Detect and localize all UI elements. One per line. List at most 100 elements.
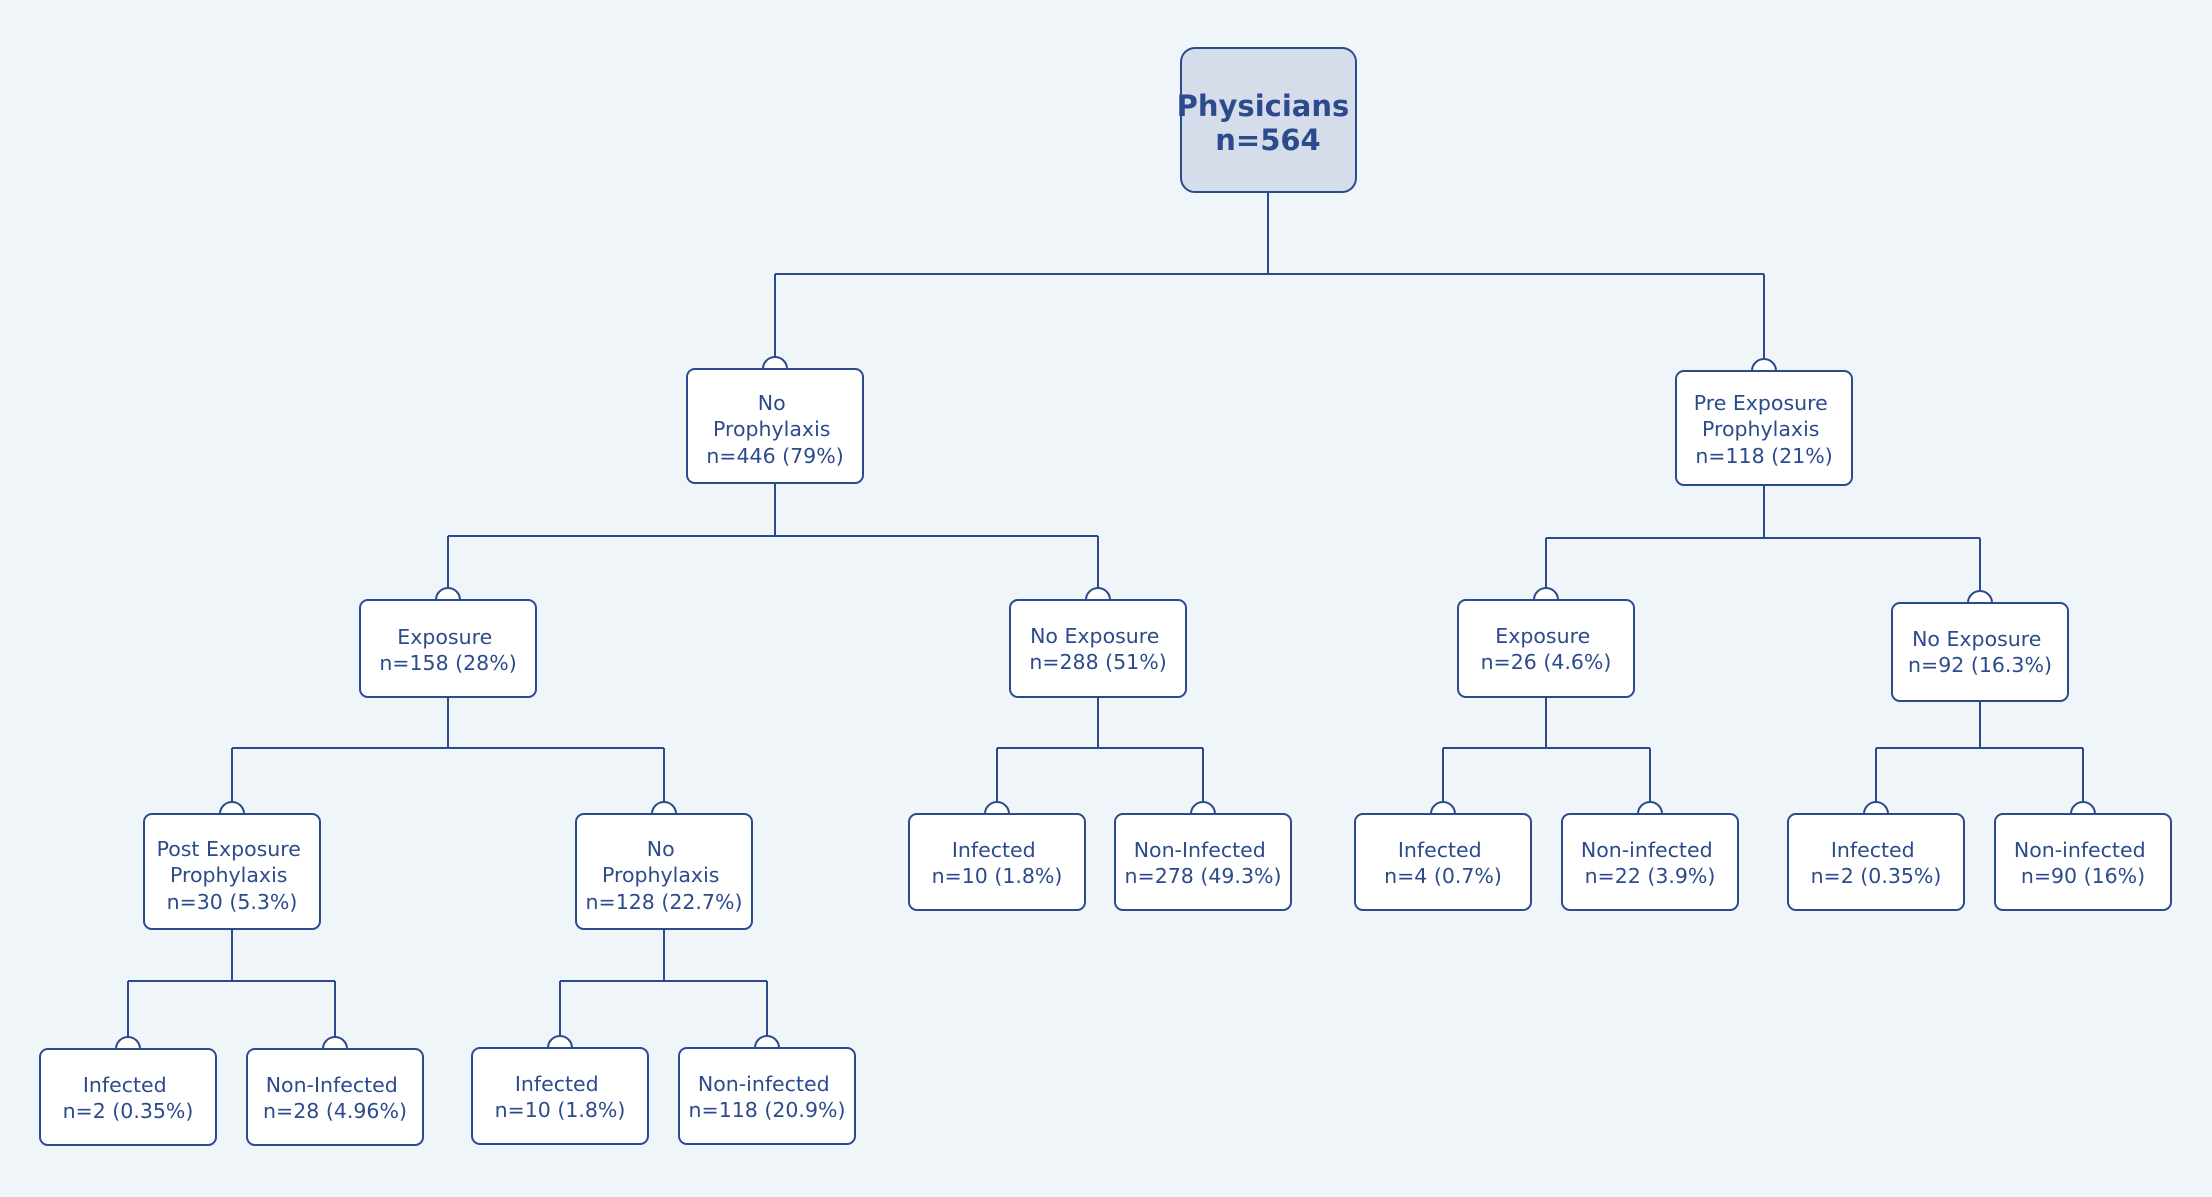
- node-title: Physicians: [1177, 89, 1350, 123]
- node-line: n=90 (16%): [2021, 864, 2145, 888]
- node-connector-tab: [1751, 358, 1777, 372]
- node-connector-tab: [435, 587, 461, 601]
- node-box: [471, 1047, 649, 1145]
- connectors: [127, 192, 2084, 1046]
- edge-pre-exposure-split: [1545, 485, 1981, 600]
- node-pep-exposure-non-infected: Non-infected n=22 (3.9%): [1561, 801, 1739, 911]
- node-line: Prophylaxis: [170, 863, 287, 887]
- node-line: Pre Exposure: [1694, 391, 1828, 415]
- node-line: n=28 (4.96%): [263, 1099, 407, 1123]
- node-connector-tab: [1085, 587, 1111, 601]
- node-line: Infected: [1831, 838, 1915, 862]
- node-line: n=92 (16.3%): [1908, 653, 2052, 677]
- node-no-prophylaxis: No Prophylaxis n=446 (79%): [686, 356, 864, 484]
- node-connector-tab: [1533, 587, 1559, 601]
- node-line: Infected: [515, 1072, 599, 1096]
- node-box: [686, 368, 864, 484]
- node-pep-no-exposure: No Exposure n=92 (16.3%): [1891, 590, 2069, 702]
- svg-text:Infected n=10 (1.8%): Infected n=10 (1.8%): [495, 1072, 626, 1122]
- node-line: n=118 (21%): [1695, 444, 1832, 468]
- node-line: Infected: [1398, 838, 1482, 862]
- node-connector-tab: [1190, 801, 1216, 815]
- node-connector-tab: [322, 1036, 348, 1050]
- node-line: Prophylaxis: [713, 417, 830, 441]
- node-connector-tab: [1637, 801, 1663, 815]
- node-count: n=564: [1215, 123, 1320, 157]
- node-pep-no-exposure-infected: Infected n=2 (0.35%): [1787, 801, 1965, 911]
- svg-text:Infected n=10 (1.8%): Infected n=10 (1.8%): [932, 838, 1063, 888]
- node-line: Non-infected: [698, 1072, 830, 1096]
- node-post-exposure-non-infected: Non-Infected n=28 (4.96%): [246, 1036, 424, 1146]
- node-box: [246, 1048, 424, 1146]
- node-np-no-prophylaxis-infected: Infected n=10 (1.8%): [471, 1035, 649, 1145]
- edge-pep-no-exposure-split: [1875, 701, 2084, 811]
- node-line: n=2 (0.35%): [1811, 864, 1942, 888]
- node-line: No: [758, 391, 786, 415]
- svg-text:Non-Infected n=278 (49.3: Non-Infected n=278 (49.3%): [1125, 838, 1282, 888]
- node-line: Non-Infected: [266, 1073, 398, 1097]
- node-connector-tab: [1430, 801, 1456, 815]
- node-line: Infected: [952, 838, 1036, 862]
- edge-root-split: [774, 192, 1765, 368]
- node-connector-tab: [754, 1035, 780, 1049]
- node-box: [1675, 370, 1853, 486]
- node-line: Exposure: [1495, 624, 1590, 648]
- node-box: [1787, 813, 1965, 911]
- node-connector-tab: [1967, 590, 1993, 604]
- node-connector-tab: [219, 801, 245, 815]
- node-line: n=10 (1.8%): [495, 1098, 626, 1122]
- node-box: [1561, 813, 1739, 911]
- edge-pep-exposure-split: [1442, 697, 1651, 811]
- node-np-no-exposure: No Exposure n=288 (51%): [1009, 587, 1187, 698]
- edge-no-prophylaxis-split: [447, 483, 1099, 596]
- node-line: n=128 (22.7%): [586, 890, 743, 914]
- node-np-exposure: Exposure n=158 (28%): [359, 587, 537, 698]
- node-line: Non-infected: [1581, 838, 1713, 862]
- node-pep-no-exposure-non-infected: Non-infected n=90 (16%): [1994, 801, 2172, 911]
- node-line: n=2 (0.35%): [63, 1099, 194, 1123]
- node-box: [1354, 813, 1532, 911]
- node-box: [908, 813, 1086, 911]
- node-box: [1457, 599, 1635, 698]
- node-line: n=118 (20.9%): [689, 1098, 846, 1122]
- node-post-exposure-prophylaxis: Post Exposure Prophylaxis n=30 (5.3%): [143, 801, 321, 930]
- node-np-exposure-no-prophylaxis: No Prophylaxis n=128 (22.7%): [575, 801, 753, 930]
- svg-text:No Exposure n=92 (16.3%): No Exposure n=92 (16.3%): [1908, 627, 2052, 677]
- node-connector-tab: [762, 356, 788, 370]
- node-line: n=30 (5.3%): [167, 890, 298, 914]
- node-line: n=158 (28%): [379, 651, 516, 675]
- svg-text:No Exposure n=288 (51%): No Exposure n=288 (51%): [1029, 624, 1166, 674]
- node-line: n=26 (4.6%): [1481, 650, 1612, 674]
- edge-np-np-split: [559, 929, 768, 1046]
- node-line: n=22 (3.9%): [1585, 864, 1716, 888]
- node-line: n=4 (0.7%): [1384, 864, 1502, 888]
- node-line: Post Exposure: [157, 837, 301, 861]
- node-line: n=288 (51%): [1029, 650, 1166, 674]
- node-box: [39, 1048, 217, 1146]
- svg-text:Post Exposure Prophylaxi: Post Exposure Prophylaxis n=30 (5.3%): [157, 837, 308, 914]
- svg-text:Exposure n=158 (28%): Exposure n=158 (28%): [379, 625, 516, 675]
- svg-text:Infected n=2 (0.35%): Infected n=2 (0.35%): [63, 1073, 194, 1123]
- node-pre-exposure-prophylaxis: Pre Exposure Prophylaxis n=118 (21%): [1675, 358, 1853, 486]
- node-connector-tab: [2070, 801, 2096, 815]
- node-line: Exposure: [397, 625, 492, 649]
- svg-text:Non-infected n=118 (20.9: Non-infected n=118 (20.9%): [689, 1072, 846, 1122]
- edge-np-no-exposure-split: [996, 697, 1204, 811]
- node-box: [143, 813, 321, 930]
- node-post-exposure-infected: Infected n=2 (0.35%): [39, 1036, 217, 1146]
- node-pep-exposure-infected: Infected n=4 (0.7%): [1354, 801, 1532, 911]
- node-line: n=10 (1.8%): [932, 864, 1063, 888]
- node-line: Non-Infected: [1134, 838, 1266, 862]
- node-line: No Exposure: [1030, 624, 1159, 648]
- node-box: [575, 813, 753, 930]
- node-box: [1114, 813, 1292, 911]
- svg-text:Pre Exposure Prophylaxis: Pre Exposure Prophylaxis n=118 (21%): [1694, 391, 1835, 468]
- node-box: [1891, 602, 2069, 702]
- node-line: n=278 (49.3%): [1125, 864, 1282, 888]
- node-connector-tab: [651, 801, 677, 815]
- svg-text:Infected n=2 (0.35%): Infected n=2 (0.35%): [1811, 838, 1942, 888]
- edge-post-exposure-split: [127, 929, 336, 1046]
- node-line: Prophylaxis: [602, 863, 719, 887]
- node-connector-tab: [115, 1036, 141, 1050]
